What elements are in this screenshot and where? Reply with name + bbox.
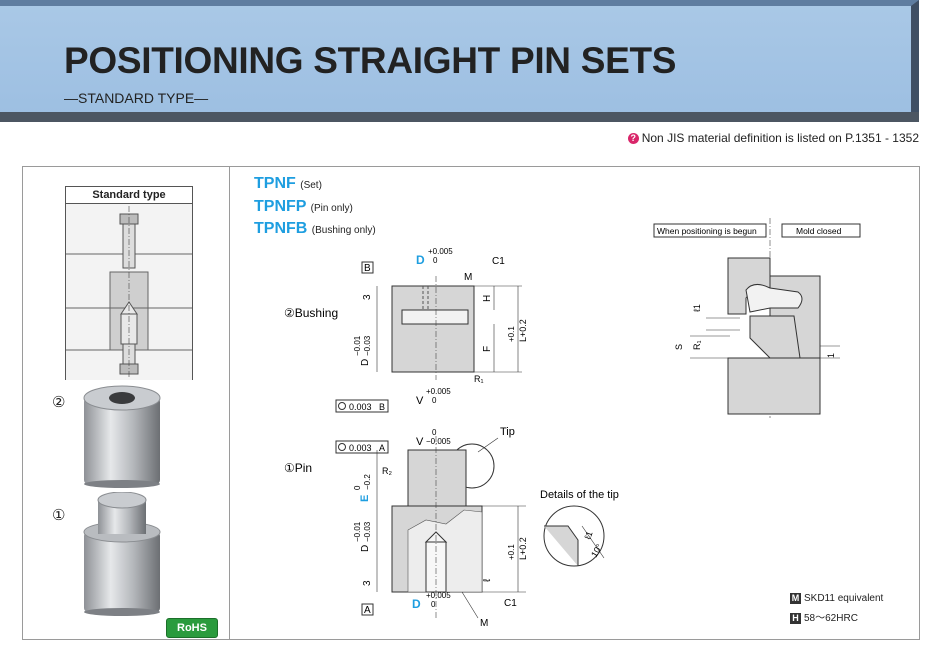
left-image-panel (22, 166, 230, 640)
bushing-m-label: M (464, 272, 472, 283)
pin-outer-tol-lower: −0.03 (363, 521, 372, 542)
pin-e-tol-lower: −0.2 (363, 474, 372, 490)
pin-l-tol2: +0.1 (507, 544, 516, 560)
code-set-name: TPNF (254, 175, 296, 192)
bushing-l-tol2: +0.1 (507, 326, 516, 342)
code-set-desc: (Set) (300, 180, 322, 191)
bushing-dim-3: 3 (362, 294, 373, 300)
pin-photo (83, 492, 161, 616)
diagram-s-label: S (674, 344, 684, 350)
material-m-icon: M (790, 593, 801, 604)
bushing-d-label: D (416, 253, 425, 267)
pin-d-label: D (412, 597, 421, 611)
pin-l-tol: L+0.2 (518, 537, 528, 560)
bushing-r1-label: R₁ (474, 374, 484, 384)
code-bushing-only: TPNFB (Bushing only) (254, 220, 376, 238)
code-pin-name: TPNFP (254, 198, 307, 215)
pin-r2-label: R₂ (382, 466, 392, 476)
bushing-v-tol-upper: +0.005 (426, 387, 451, 396)
pin-label: ①Pin (284, 461, 312, 475)
tip-detail-title: Details of the tip (540, 489, 619, 501)
bushing-v-tol-lower: 0 (432, 396, 437, 405)
code-pin-only: TPNFP (Pin only) (254, 198, 353, 216)
bushing-outer-tol-lower: −0.03 (363, 335, 372, 356)
pin-d-tol-upper: +0.005 (426, 591, 451, 600)
bushing-outer-d: D (360, 359, 371, 366)
rohs-badge: RoHS (166, 618, 218, 638)
header-banner (0, 0, 919, 114)
bushing-geo-tol: 0.003 (349, 402, 372, 412)
hardness-h-text: 58～62HRC (804, 613, 858, 624)
standard-type-label: Standard type (66, 187, 192, 204)
pin-e-label: E (359, 495, 371, 502)
pin-m-label: M (480, 618, 488, 629)
page-title: POSITIONING STRAIGHT PIN SETS (64, 40, 677, 81)
bushing-d-tol-lower: 0 (433, 256, 438, 265)
bushing-h-label: H (482, 295, 493, 302)
pin-c1-label: C1 (504, 598, 517, 609)
code-bushing-name: TPNFB (254, 220, 308, 237)
pin-v-label: V (416, 436, 424, 448)
pin-e-tol-upper: 0 (353, 485, 362, 490)
page-subtitle: —STANDARD TYPE— (64, 90, 209, 106)
bushing-f-label: F (482, 346, 493, 352)
hardness-h-icon: H (790, 612, 801, 624)
material-note: ?Non JIS material definition is listed o… (627, 131, 919, 145)
marker-pin: ① (52, 507, 66, 524)
pin-outer-d: D (360, 545, 371, 552)
drawing-bushing-pin: ②Bushing B D +0.005 0 M C1 L+0.2 +0.1 H … (284, 247, 619, 629)
tip-ell1: ℓ1 (582, 530, 594, 541)
standard-type-illustration (66, 204, 192, 380)
content-frame (22, 166, 920, 640)
bushing-d-tol-upper: +0.005 (428, 247, 453, 256)
pin-geo-tol: 0.003 (349, 443, 372, 453)
marker-bushing: ② (52, 394, 66, 411)
label-mold-closed: Mold closed (796, 226, 842, 236)
code-pin-desc: (Pin only) (310, 203, 353, 214)
pin-tip-label: Tip (500, 426, 515, 438)
material-note-text: Non JIS material definition is listed on… (641, 131, 919, 145)
code-set: TPNF (Set) (254, 175, 322, 193)
banner-shadow (0, 112, 919, 122)
pin-outer-tol-upper: −0.01 (353, 521, 362, 542)
label-positioning-begun: When positioning is begun (657, 226, 757, 236)
code-bushing-desc: (Bushing only) (311, 225, 376, 236)
pin-dim-3: 3 (362, 580, 373, 586)
bushing-v-label: V (416, 395, 424, 407)
standard-type-box: Standard type (65, 186, 193, 380)
bushing-label: ②Bushing (284, 306, 338, 320)
pin-geo-ref: A (379, 443, 385, 453)
bushing-l-tol: L+0.2 (518, 319, 528, 342)
pin-v-tol-lower: −0.005 (426, 437, 451, 446)
pin-ell-label: ℓ (482, 578, 493, 582)
diagram-ell1: ℓ1 (692, 304, 702, 312)
diagram-one-label: 1 (826, 353, 836, 358)
material-m-text: SKD11 equivalent (804, 593, 884, 605)
pin-d-tol-lower: 0 (431, 600, 436, 609)
bushing-datum-b: B (364, 263, 371, 274)
bushing-geo-ref: B (379, 402, 385, 412)
pin-v-tol-upper: 0 (432, 428, 437, 437)
bushing-c1-label: C1 (492, 256, 505, 267)
bushing-outer-tol-upper: −0.01 (353, 335, 362, 356)
diagram-r1-label: R₁ (692, 340, 702, 350)
pin-datum-a: A (364, 605, 371, 616)
info-icon: ? (627, 133, 639, 145)
positioning-diagram: When positioning is begun Mold closed ℓ1… (653, 218, 861, 418)
bushing-photo (83, 385, 161, 488)
